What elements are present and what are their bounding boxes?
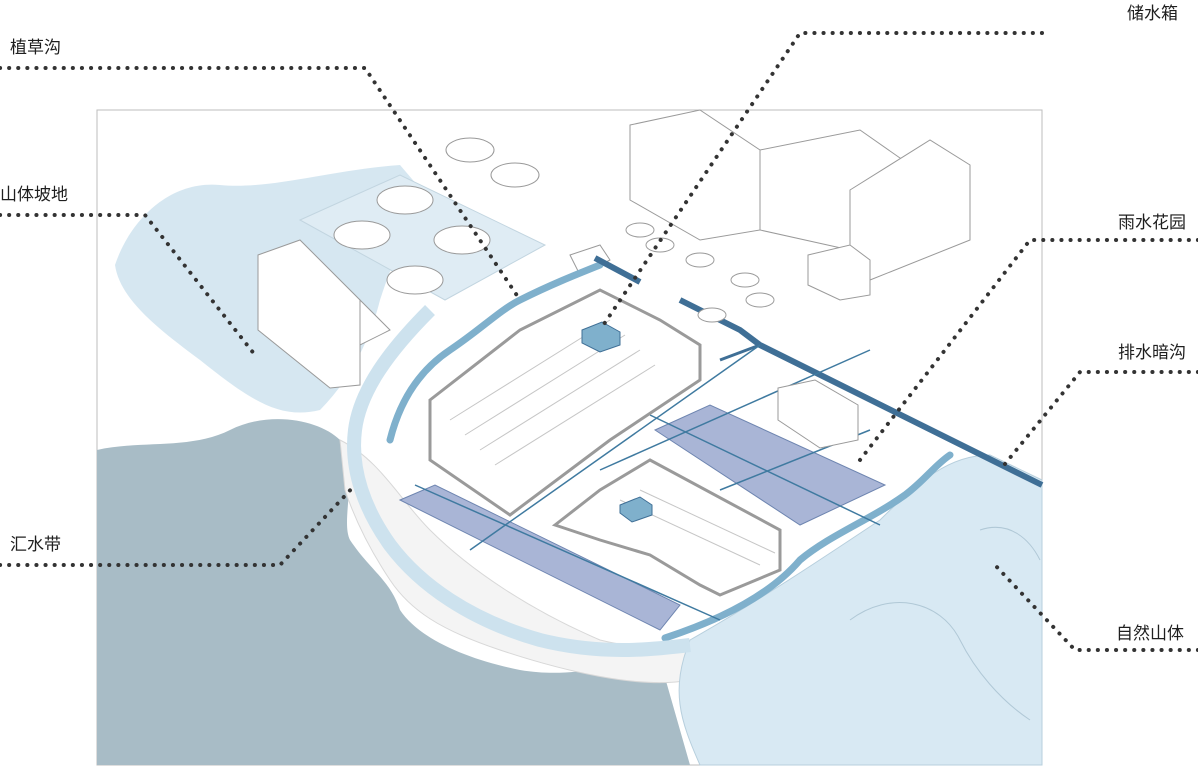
leader-zhicaogou	[0, 66, 522, 302]
leader-shantipodi	[0, 213, 257, 357]
leader-yushuihuayuan	[858, 238, 1198, 462]
main-factory	[428, 288, 702, 517]
leader-ziranshanti	[993, 563, 1198, 652]
label-vegetated-swale: 植草沟	[10, 38, 61, 58]
industrial-cluster	[625, 222, 775, 323]
rain-garden-west	[398, 484, 681, 631]
mountain-contour-2	[849, 602, 1031, 721]
swale-channel-west	[386, 261, 604, 444]
label-rain-garden: 雨水花园	[1118, 213, 1186, 233]
swale-channel-south	[661, 451, 954, 642]
left-building	[257, 239, 391, 389]
storage-tanks	[333, 137, 540, 295]
collection-belt	[347, 305, 691, 657]
mountain-contour	[979, 526, 1041, 561]
drain-culvert-diag	[719, 343, 761, 362]
leader-chushuixiang	[598, 31, 1044, 332]
south-factory	[551, 458, 782, 597]
natural-mountain	[678, 454, 1043, 766]
label-natural-mountain: 自然山体	[1116, 624, 1184, 644]
label-mountain-slope: 山体坡地	[0, 185, 68, 205]
drain-culvert-north	[593, 255, 642, 285]
label-drainage-culvert: 排水暗沟	[1118, 343, 1186, 363]
garden-pavilion	[777, 379, 859, 449]
label-storage-tank: 储水箱	[1127, 4, 1178, 24]
drain-grid	[414, 344, 881, 621]
storage-tank-box-1	[581, 321, 621, 353]
rain-garden-east	[653, 404, 887, 526]
storage-tank-box-2	[619, 496, 653, 523]
leader-lines	[0, 31, 1198, 652]
leader-paishuianggou	[998, 370, 1198, 472]
sea-water	[97, 419, 690, 765]
leader-huishuidai	[0, 483, 357, 567]
label-collection-belt: 汇水带	[10, 535, 61, 555]
